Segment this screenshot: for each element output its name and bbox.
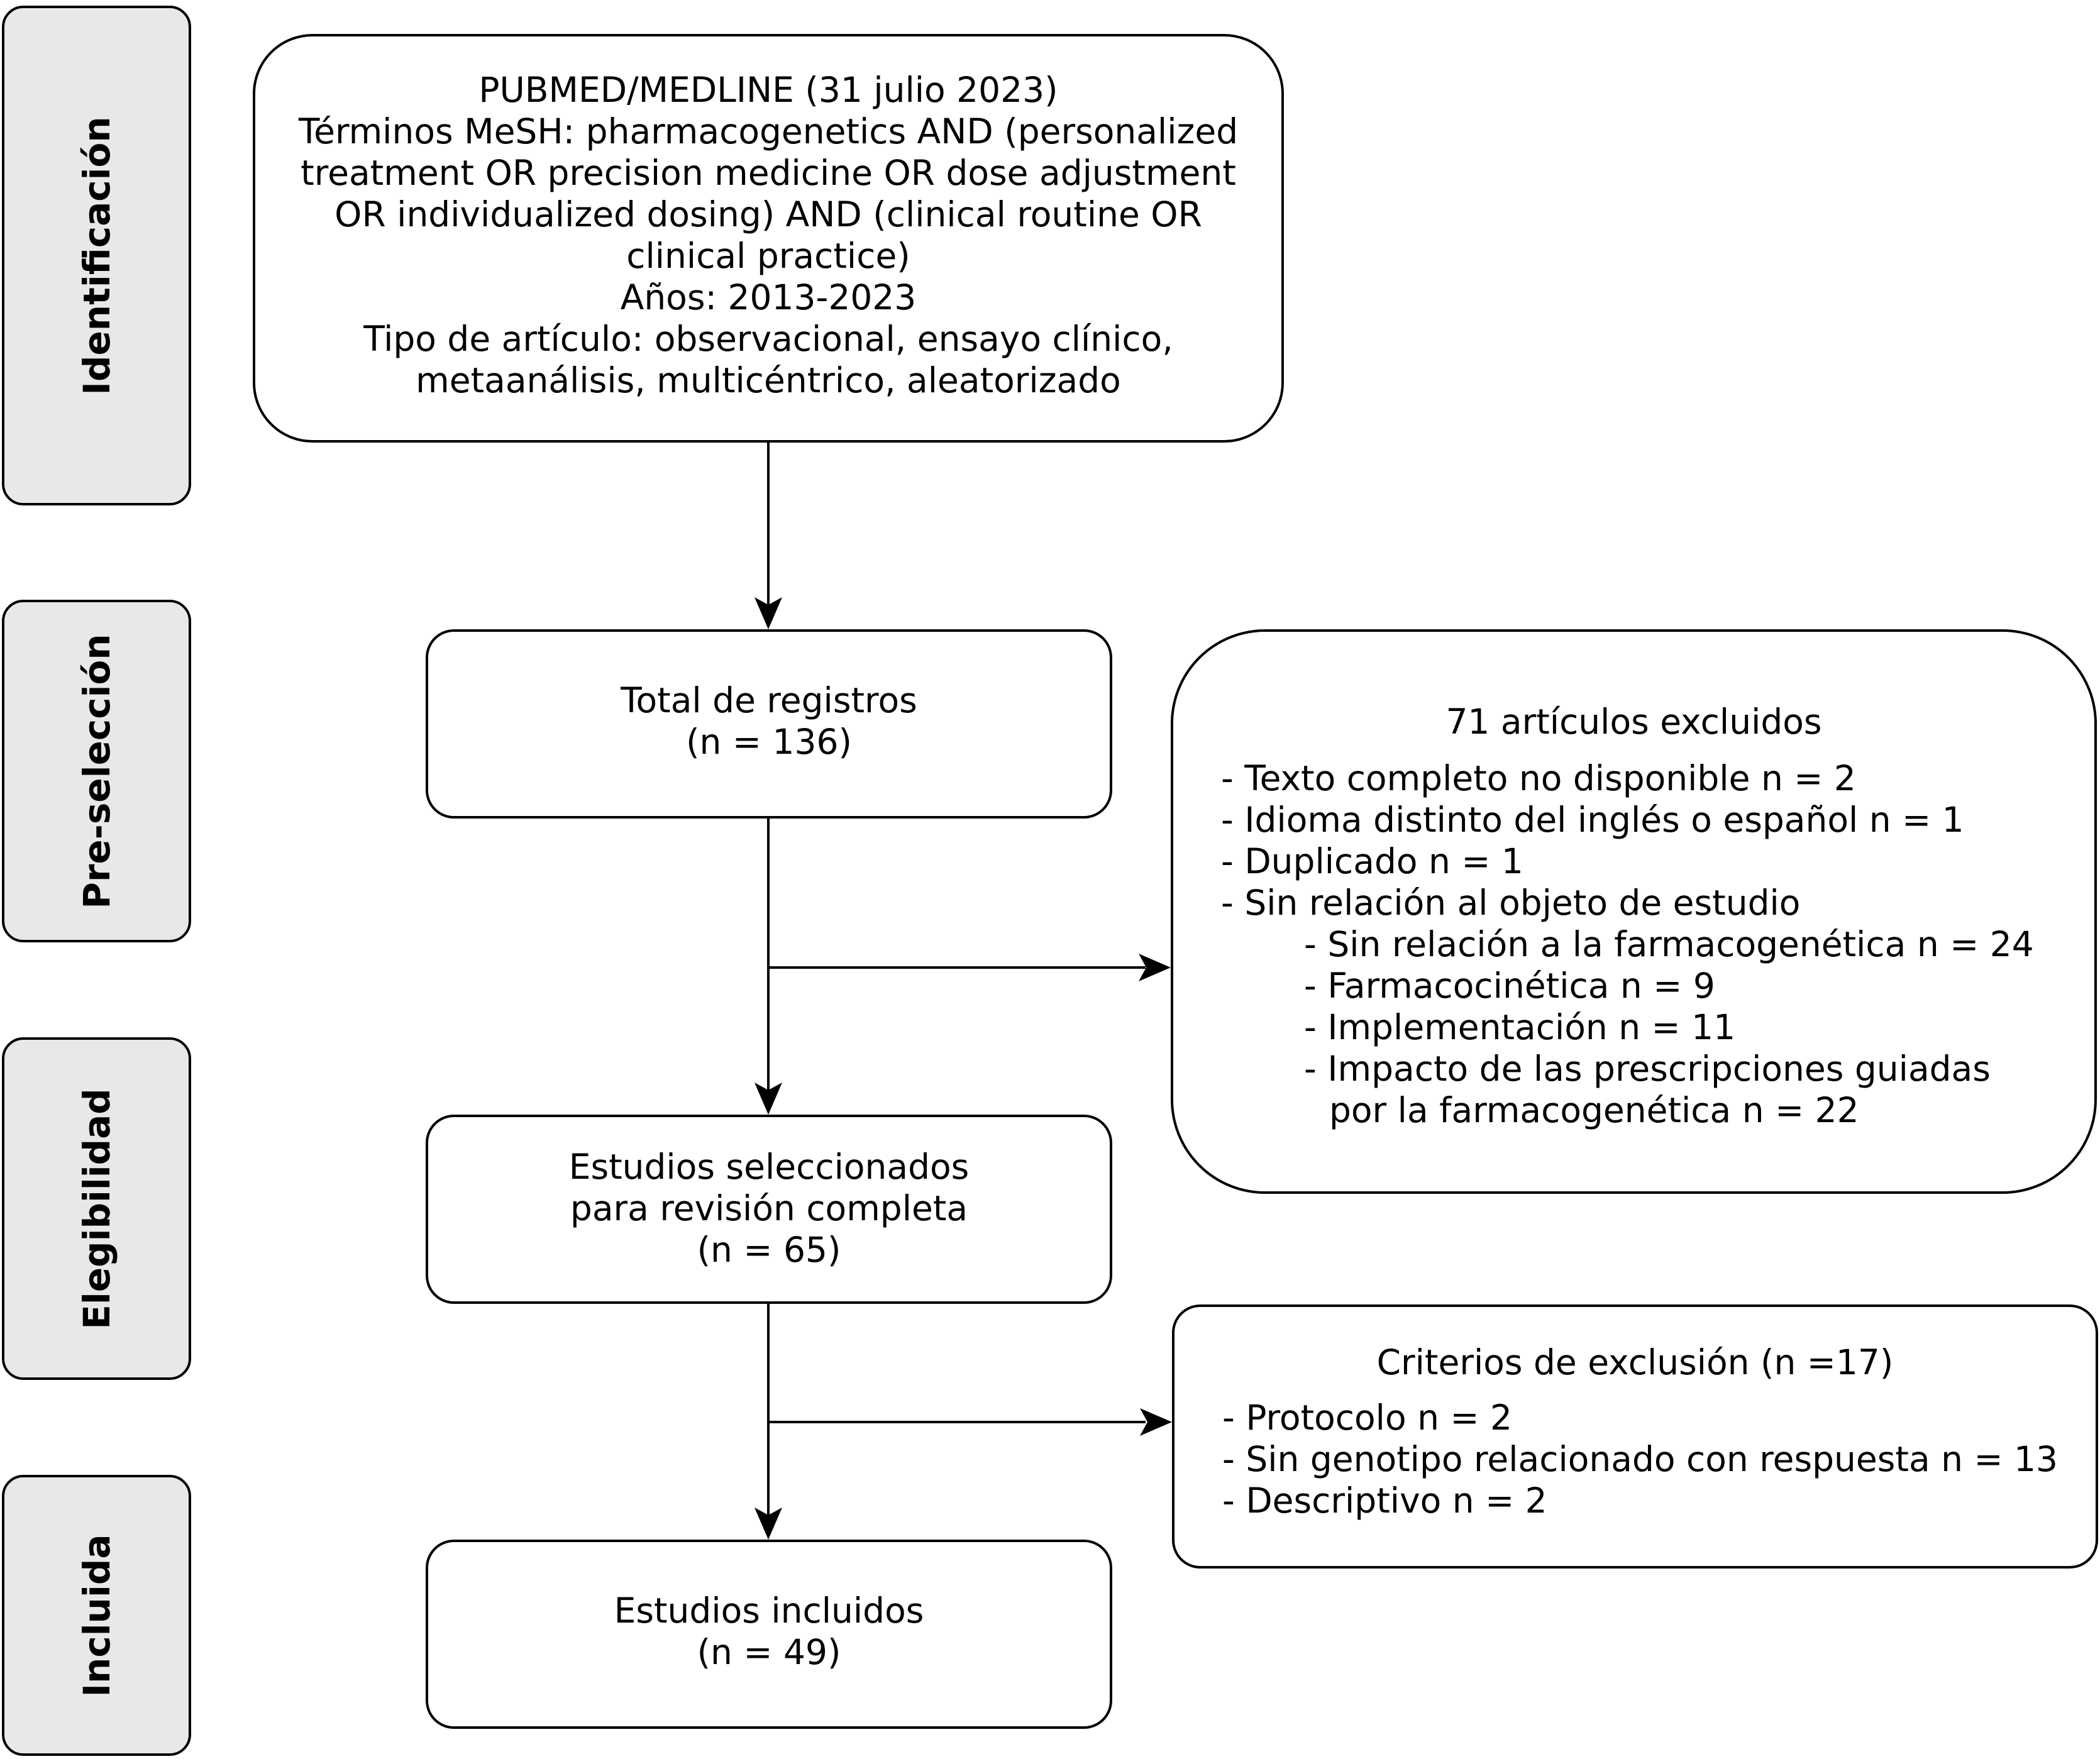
search-line: treatment OR precision medicine OR dose … — [301, 153, 1236, 193]
stage-identificacion: Identificación — [2, 6, 191, 505]
excluded-articles-box: 71 artículos excluidos - Texto completo … — [1171, 629, 2097, 1194]
search-line: OR individualized dosing) AND (clinical … — [334, 194, 1202, 234]
list-subitem: - Impacto de las prescripciones guiadas — [1304, 1049, 1991, 1089]
list-item: - Duplicado n = 1 — [1221, 841, 1523, 881]
list-item: - Sin genotipo relacionado con respuesta… — [1222, 1439, 2059, 1479]
list-subitem: - Implementación n = 11 — [1304, 1007, 1736, 1047]
criteria-list: - Protocolo n = 2 - Sin genotipo relacio… — [1174, 1397, 2096, 1521]
list-subitem: - Farmacocinética n = 9 — [1304, 966, 1715, 1006]
box-title: Estudios incluidos — [614, 1591, 924, 1631]
search-line: metaanálisis, multicéntrico, aleatorizad… — [416, 360, 1121, 400]
search-line: PUBMED/MEDLINE (31 julio 2023) — [478, 70, 1058, 110]
selected-studies-box: Estudios seleccionados para revisión com… — [426, 1115, 1112, 1304]
arrow-head-icon — [1139, 954, 1171, 981]
box-count: (n = 136) — [686, 722, 852, 762]
box-title: Criterios de exclusión (n =17) — [1376, 1342, 1894, 1382]
search-line: Tipo de artículo: observacional, ensayo … — [363, 319, 1173, 359]
stage-preseleccion: Pre-selección — [2, 600, 191, 942]
arrow-head-icon — [754, 597, 782, 629]
arrow-head-icon — [754, 1508, 782, 1540]
arrow-head-icon — [754, 1083, 782, 1115]
search-line: Años: 2013-2023 — [620, 277, 917, 317]
included-studies-box: Estudios incluidos (n = 49) — [426, 1540, 1112, 1729]
box-title: para revisión completa — [570, 1188, 968, 1228]
box-count: (n = 65) — [697, 1230, 841, 1270]
search-line: clinical practice) — [626, 236, 910, 276]
list-subitem-continuation: por la farmacogenética n = 22 — [1329, 1090, 1859, 1130]
list-item: - Sin relación al objeto de estudio — [1221, 883, 1801, 923]
search-criteria-box: PUBMED/MEDLINE (31 julio 2023) Términos … — [253, 34, 1284, 443]
list-item: - Descriptivo n = 2 — [1222, 1481, 1547, 1521]
exclusion-criteria-box: Criterios de exclusión (n =17) - Protoco… — [1172, 1304, 2098, 1569]
arrow-head-icon — [1140, 1408, 1172, 1436]
list-item: - Protocolo n = 2 — [1222, 1398, 1513, 1438]
stage-elegibilidad: Elegibilidad — [2, 1037, 191, 1380]
list-item: - Texto completo no disponible n = 2 — [1221, 758, 1856, 798]
box-count: (n = 49) — [697, 1632, 841, 1672]
list-item: - Idioma distinto del inglés o español n… — [1221, 800, 1964, 840]
box-title: 71 artículos excluidos — [1445, 702, 1822, 742]
search-line: Términos MeSH: pharmacogenetics AND (per… — [298, 111, 1239, 152]
stage-incluida: Incluida — [2, 1475, 191, 1756]
box-title: Total de registros — [621, 680, 917, 720]
exclusion-list: - Texto completo no disponible n = 2 - I… — [1173, 758, 2094, 1131]
total-records-box: Total de registros (n = 136) — [426, 629, 1112, 819]
list-subitem: - Sin relación a la farmacogenética n = … — [1304, 924, 2034, 964]
box-title: Estudios seleccionados — [568, 1147, 970, 1187]
